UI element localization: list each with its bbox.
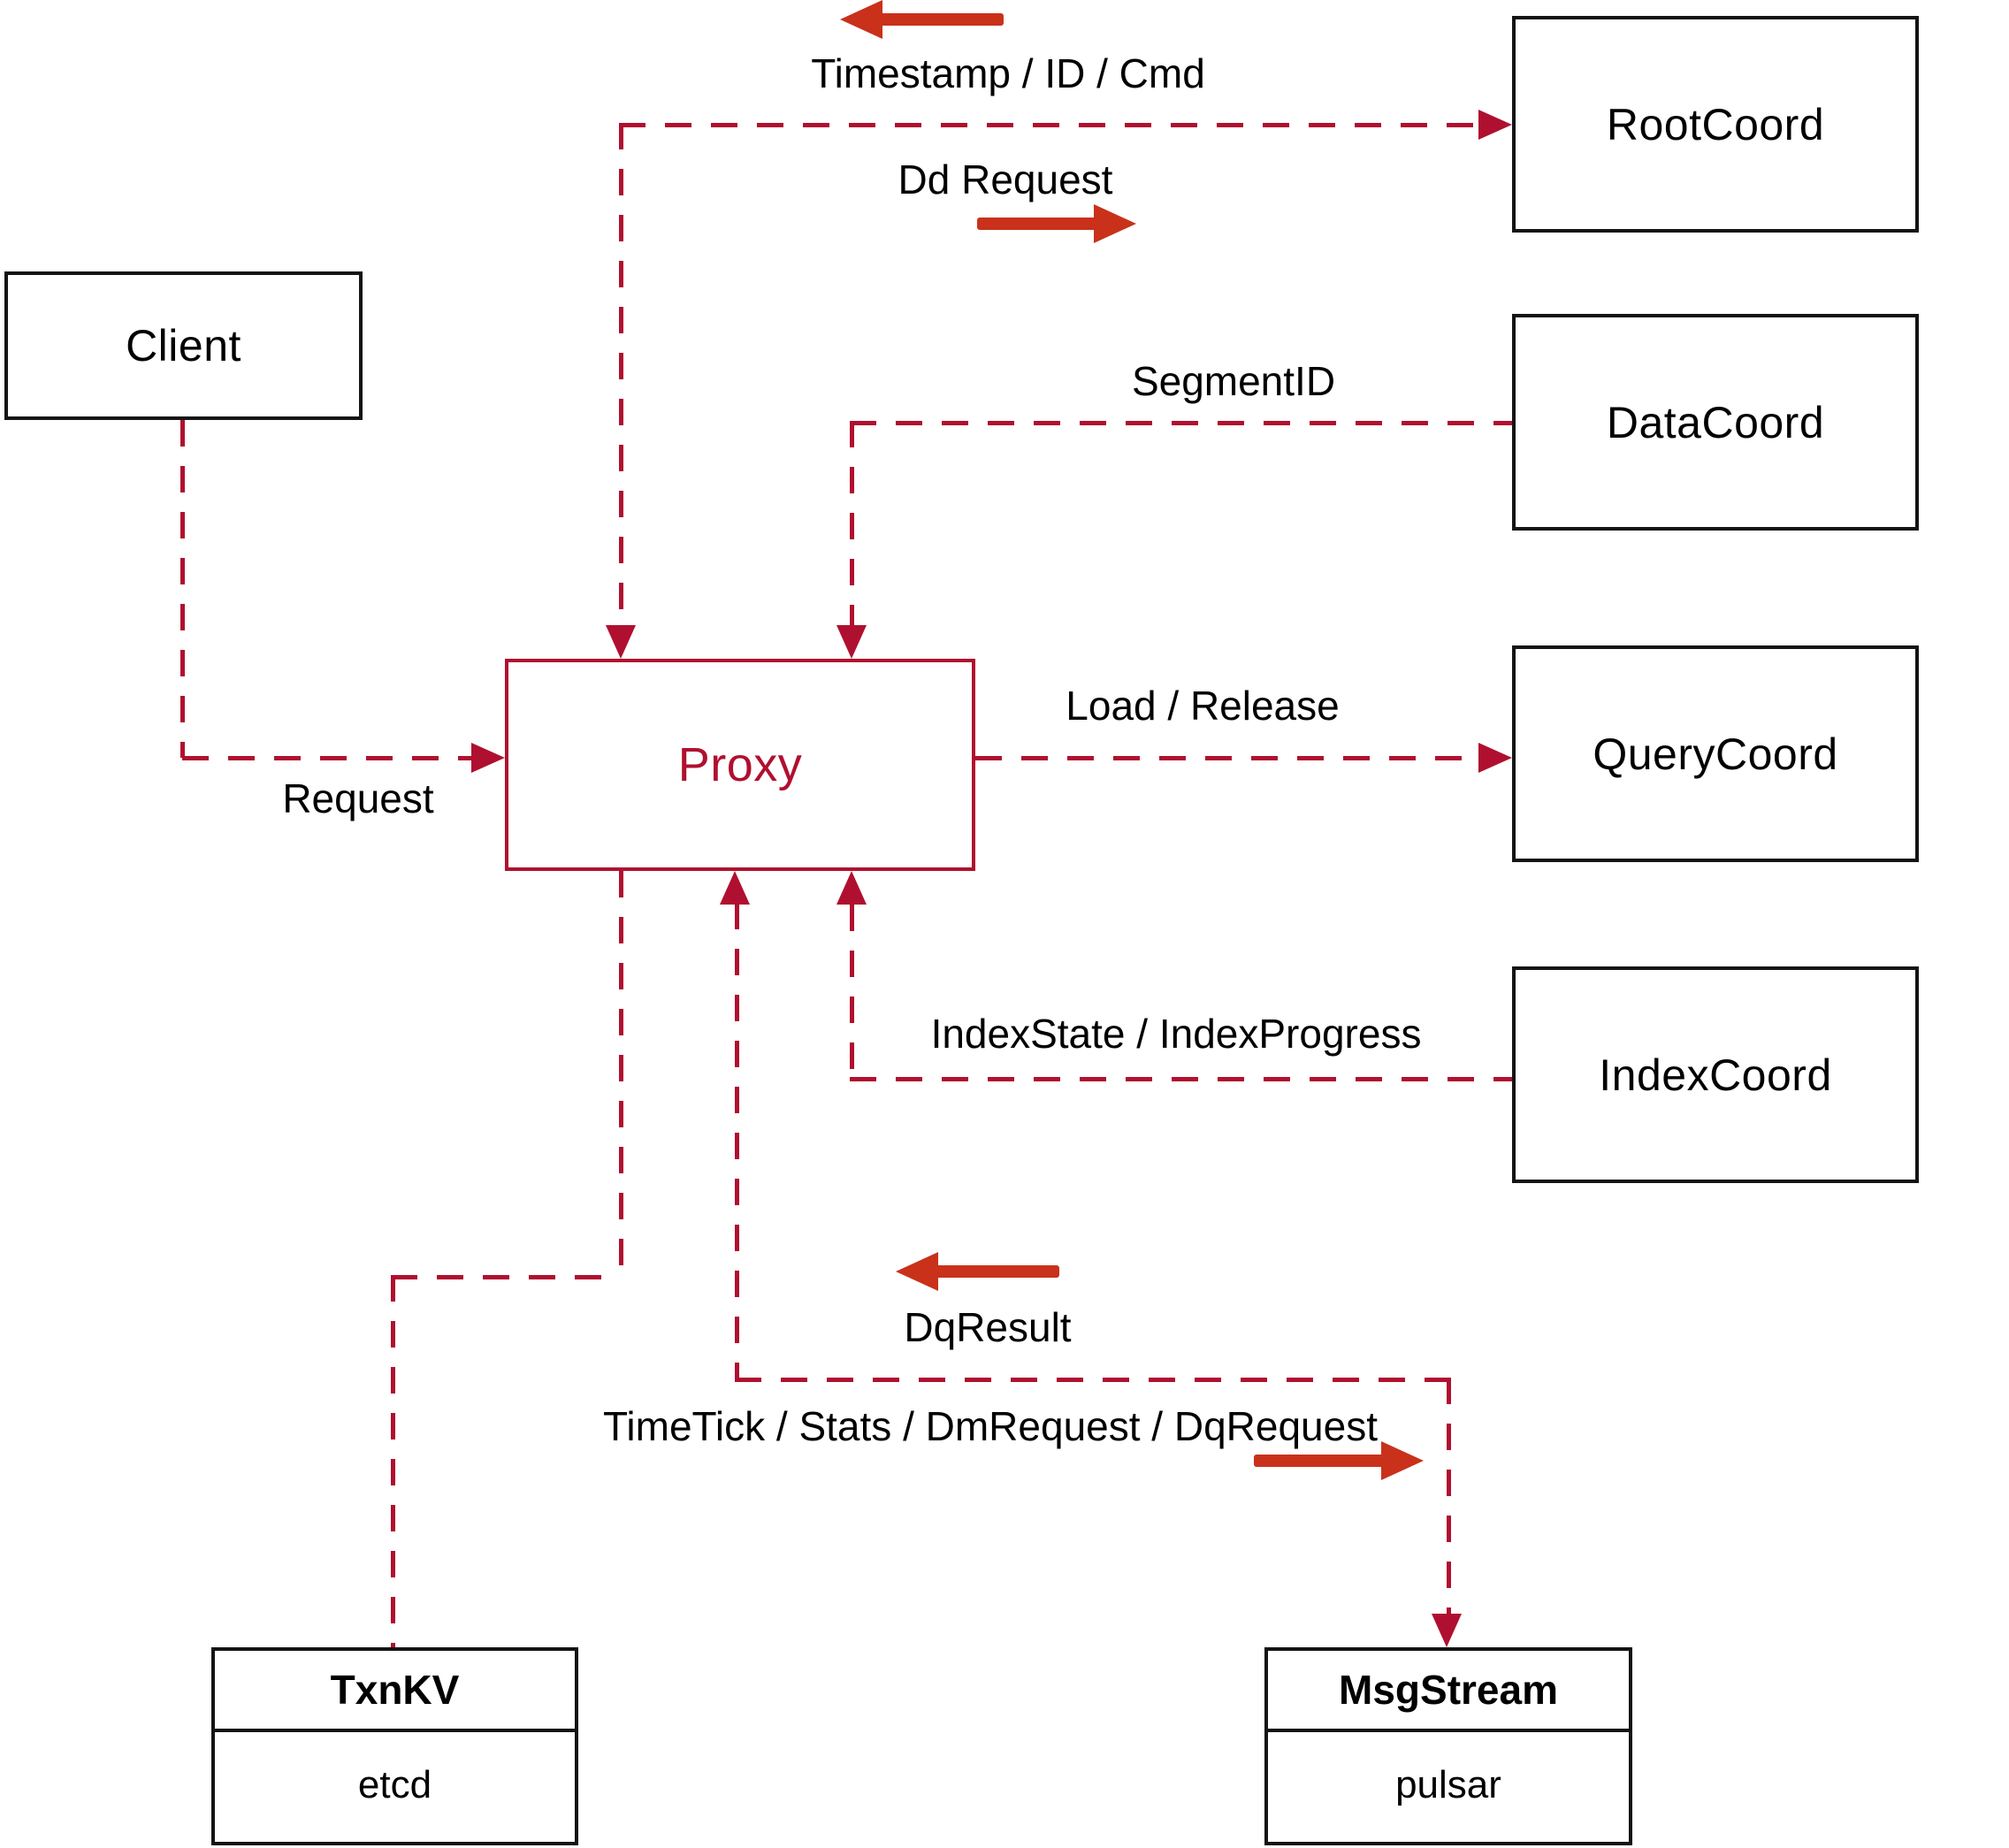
edge-label-request: Request xyxy=(282,775,434,821)
arrow-head xyxy=(1381,1441,1424,1480)
edge-label-timestamp-id-cmd: Timestamp / ID / Cmd xyxy=(811,50,1205,96)
txnkv-node-title: TxnKV xyxy=(215,1651,575,1732)
timetick-direction-arrow-right-icon xyxy=(1254,1441,1424,1480)
indexcoord-node: IndexCoord xyxy=(1512,966,1919,1183)
arrowhead-into-rootcoord-icon xyxy=(1478,110,1512,140)
edge-proxy-rootcoord-vertical-line xyxy=(619,123,623,629)
arrow-shaft xyxy=(931,1265,1059,1278)
timestamp-direction-arrow-left-icon xyxy=(840,0,1004,39)
client-node-label: Client xyxy=(126,321,241,370)
msgstream-node-impl: pulsar xyxy=(1395,1763,1501,1806)
dd-request-direction-arrow-right-icon xyxy=(977,204,1136,243)
edge-label-load-release: Load / Release xyxy=(1066,683,1340,729)
edge-client-to-proxy-horizontal-line xyxy=(182,756,474,760)
edge-label-dd-request: Dd Request xyxy=(898,157,1113,202)
edge-label-dq-result: DqResult xyxy=(904,1304,1072,1350)
rootcoord-node-label: RootCoord xyxy=(1606,99,1825,149)
edge-proxy-querycoord-line xyxy=(975,756,1480,760)
arrow-head xyxy=(1094,204,1136,243)
edge-proxy-msgstream-vertical-line-1 xyxy=(735,903,739,1379)
edge-client-to-proxy-vertical-line xyxy=(180,420,185,758)
proxy-node-label: Proxy xyxy=(677,738,803,791)
arrowhead-into-proxy-bottom-from-msgstream-icon xyxy=(720,871,750,905)
edge-datacoord-proxy-horizontal-line xyxy=(850,421,1512,425)
edge-datacoord-proxy-vertical-line xyxy=(850,421,854,629)
edge-proxy-msgstream-vertical-line-2 xyxy=(1447,1378,1451,1615)
arrowhead-into-msgstream-icon xyxy=(1432,1614,1462,1647)
dq-result-direction-arrow-left-icon xyxy=(896,1252,1059,1291)
edge-label-segment-id: SegmentID xyxy=(1131,358,1336,404)
arrowhead-into-proxy-top-from-datacoord-icon xyxy=(836,625,867,659)
client-node: Client xyxy=(4,271,363,420)
edge-proxy-msgstream-horizontal-line xyxy=(735,1378,1451,1382)
querycoord-node-label: QueryCoord xyxy=(1593,729,1838,779)
proxy-node: Proxy xyxy=(505,659,975,871)
edge-proxy-txnkv-horizontal-line xyxy=(391,1275,621,1279)
edge-label-indexstate-indexprogress: IndexState / IndexProgress xyxy=(930,1011,1422,1057)
edge-indexcoord-proxy-vertical-line xyxy=(850,905,854,1079)
edge-proxy-txnkv-vertical-line-2 xyxy=(391,1275,395,1647)
arrowhead-into-querycoord-icon xyxy=(1478,743,1512,773)
arrow-shaft xyxy=(875,13,1004,26)
arrowhead-into-proxy-bottom-from-indexcoord-icon xyxy=(836,871,867,905)
arrow-shaft xyxy=(1254,1455,1388,1467)
rootcoord-node: RootCoord xyxy=(1512,16,1919,233)
txnkv-node: TxnKV etcd xyxy=(211,1647,578,1845)
edge-indexcoord-proxy-horizontal-line xyxy=(850,1077,1512,1081)
querycoord-node: QueryCoord xyxy=(1512,645,1919,862)
msgstream-node-title: MsgStream xyxy=(1268,1651,1629,1732)
indexcoord-node-label: IndexCoord xyxy=(1599,1050,1832,1100)
edge-label-timetick-stats-dmrequest-dqrequest: TimeTick / Stats / DmRequest / DqRequest xyxy=(603,1403,1378,1449)
arrowhead-into-proxy-top-from-rootcoord-icon xyxy=(606,625,636,659)
edge-proxy-txnkv-vertical-line-1 xyxy=(619,871,623,1278)
msgstream-node: MsgStream pulsar xyxy=(1264,1647,1632,1845)
datacoord-node-label: DataCoord xyxy=(1606,397,1825,447)
arrow-shaft xyxy=(977,218,1101,230)
edge-proxy-rootcoord-horizontal-line xyxy=(619,123,1480,127)
arrowhead-into-proxy-left-icon xyxy=(471,743,505,773)
datacoord-node: DataCoord xyxy=(1512,314,1919,531)
txnkv-node-impl: etcd xyxy=(357,1763,432,1806)
